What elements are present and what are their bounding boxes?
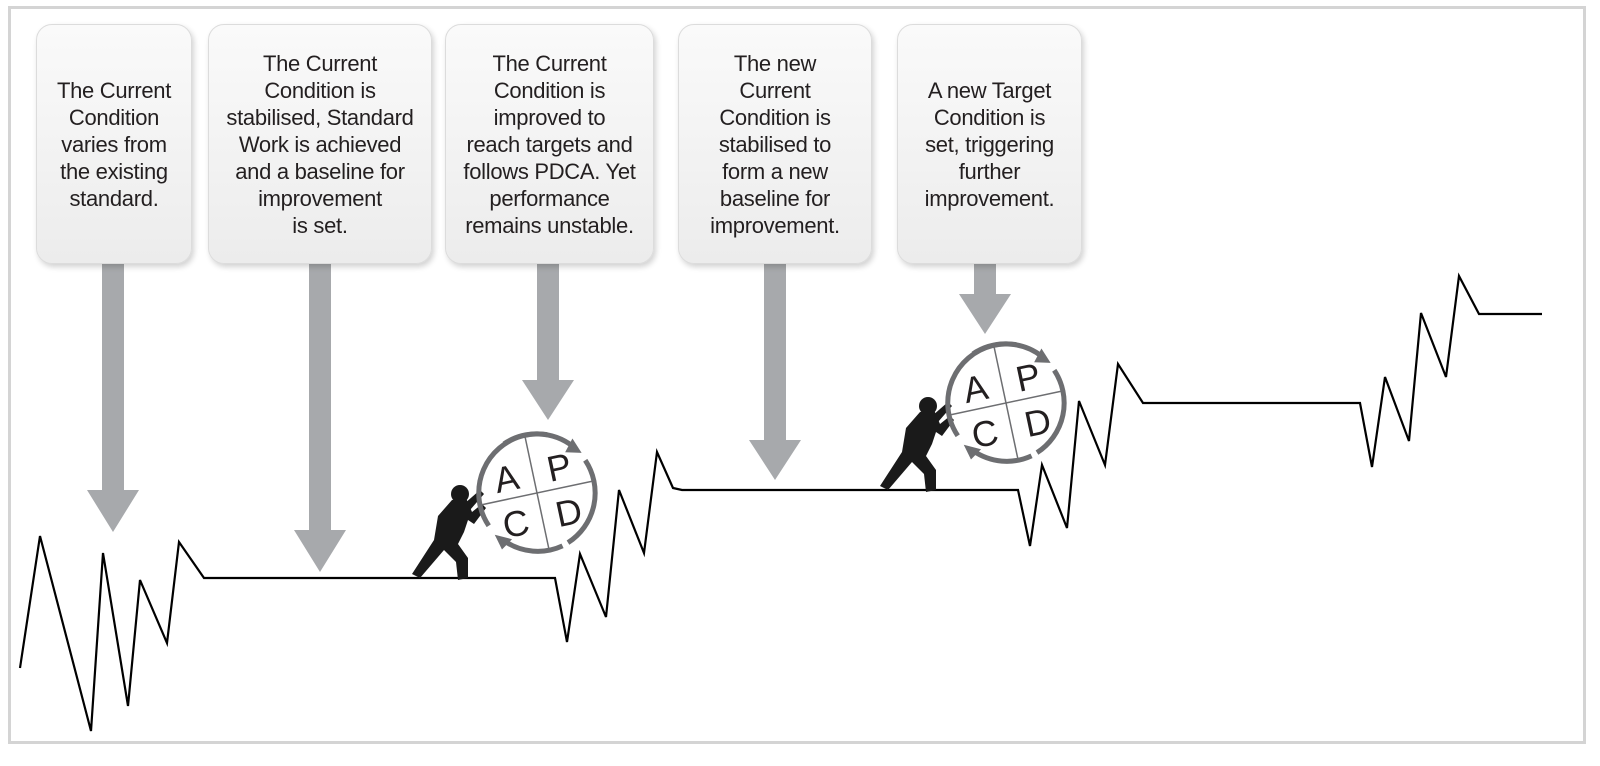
callout-text: The new Current Condition is stabilised … [710, 50, 840, 238]
pdca-a: A [490, 456, 522, 501]
diagram-frame [8, 6, 1586, 744]
arrow-1 [87, 264, 139, 532]
callout-current-condition-varies: The Current Condition varies from the ex… [36, 24, 192, 264]
person-pushing-icon [412, 485, 486, 580]
arrow-2 [294, 264, 346, 572]
callout-text: The Current Condition is improved to rea… [463, 50, 636, 238]
callout-condition-improved: The Current Condition is improved to rea… [445, 24, 654, 264]
person-pushing-icon [880, 397, 954, 492]
arrow-4 [749, 264, 801, 480]
callout-condition-stabilised: The Current Condition is stabilised, Sta… [208, 24, 432, 264]
arrow-3 [522, 264, 574, 420]
pdca-cycle-1: A P C D [468, 423, 606, 562]
pdca-a: A [959, 366, 991, 411]
callout-text: A new Target Condition is set, triggerin… [924, 77, 1055, 211]
callout-text: The Current Condition varies from the ex… [56, 77, 172, 211]
pdca-d: D [552, 490, 586, 536]
callout-new-target-condition: A new Target Condition is set, triggerin… [897, 24, 1082, 264]
pdca-cycle-2: A P C D [937, 333, 1075, 472]
pdca-d: D [1021, 400, 1055, 446]
callout-new-baseline: The new Current Condition is stabilised … [678, 24, 872, 264]
callout-text: The Current Condition is stabilised, Sta… [226, 50, 414, 238]
arrow-5 [959, 264, 1011, 334]
arrows [87, 264, 1011, 572]
performance-line [18, 272, 1542, 732]
